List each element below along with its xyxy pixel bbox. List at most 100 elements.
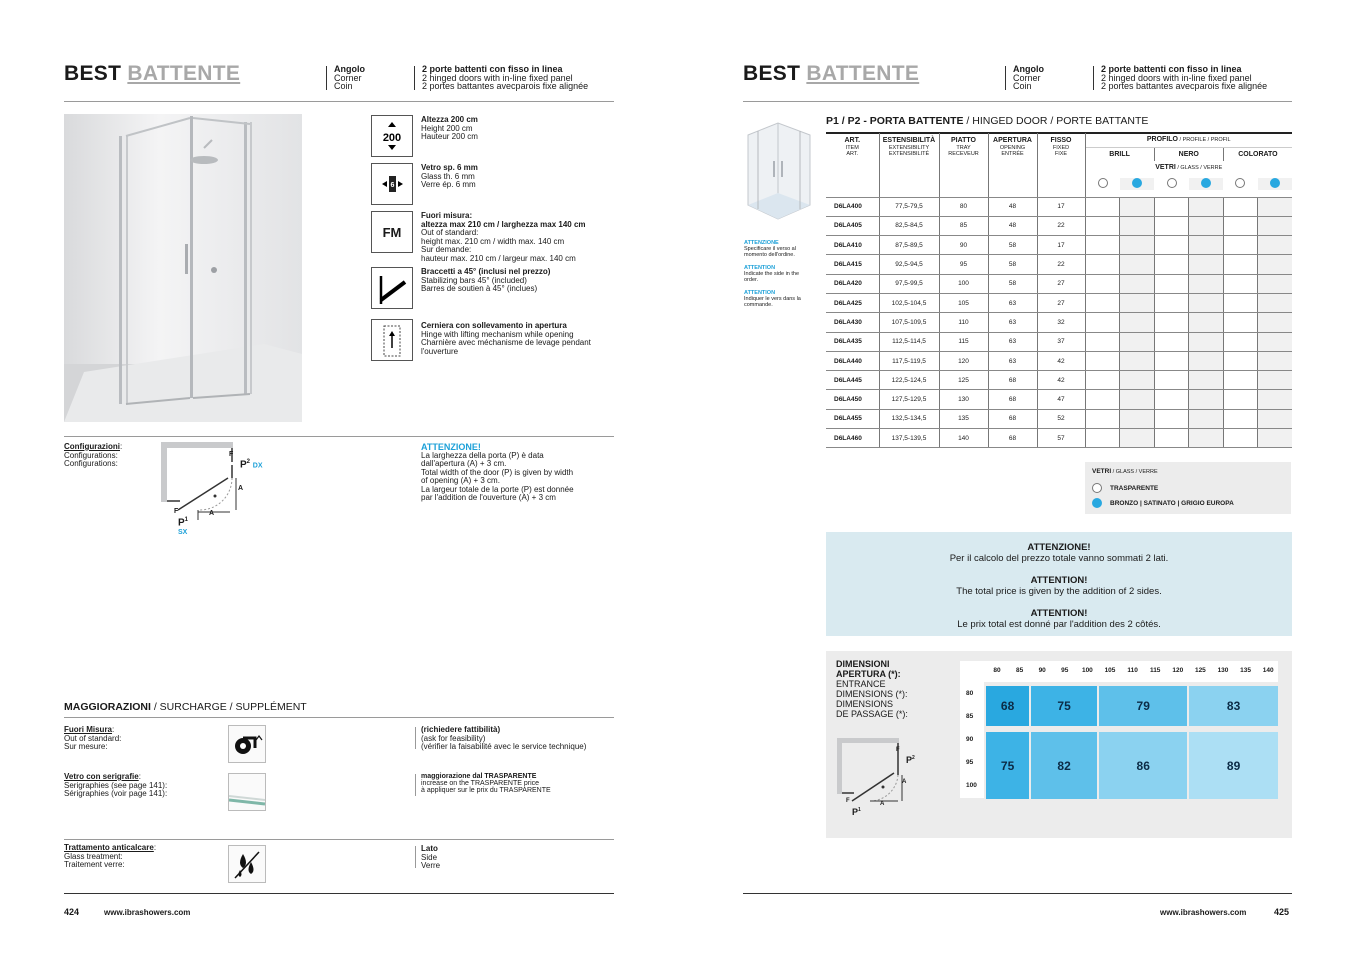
table-cell: 27	[1037, 274, 1086, 294]
product-photo	[64, 114, 302, 422]
divider	[1005, 66, 1006, 90]
price-cell	[1188, 409, 1224, 430]
glass-colored-dot	[1257, 177, 1293, 191]
article-code: D6LA450	[826, 389, 880, 410]
page-number: 425	[1274, 907, 1290, 917]
divider	[415, 846, 416, 868]
price-cell	[1119, 293, 1155, 314]
desc-fr: 2 portes battantes avecparois fixe align…	[422, 81, 589, 92]
feature-bars: Braccetti a 45° (inclusi nel prezzo) Sta…	[421, 267, 551, 293]
attention-box: ATTENZIONE! Per il calcolo del prezzo to…	[826, 532, 1292, 636]
price-cell	[1085, 409, 1120, 430]
price-cell	[1119, 216, 1155, 237]
attention-note: ATTENZIONE! La larghezza della porta (P)…	[421, 442, 574, 502]
price-cell	[1154, 312, 1189, 333]
glass-clear-dot	[1223, 177, 1257, 191]
feature-hinge: Cerniera con sollevamento in apertura Hi…	[421, 321, 591, 356]
table-title: P1 / P2 - PORTA BATTENTE / HINGED DOOR /…	[826, 115, 1149, 127]
feature-height: Altezza 200 cm Height 200 cm Hauteur 200…	[421, 115, 478, 141]
glass-legend: VETRI / GLASS / VERRE TRASPARENTE BRONZO…	[1085, 462, 1291, 514]
table-cell: 120	[939, 351, 989, 372]
price-cell	[1188, 274, 1224, 294]
price-cell	[1223, 370, 1258, 391]
website-link[interactable]: www.ibrashowers.com	[1160, 908, 1247, 917]
price-cell	[1119, 312, 1155, 333]
dims-value-cell: 75	[1031, 686, 1097, 726]
price-cell	[1085, 197, 1120, 217]
dims-col-label: 130	[1217, 667, 1229, 674]
price-cell	[1223, 351, 1258, 372]
surcharge-row-label: Fuori Misura: Out of standard: Sur mesur…	[64, 725, 122, 751]
price-cell	[1223, 293, 1258, 314]
table-cell: 42	[1037, 370, 1086, 391]
feature-fm: Fuori misura: altezza max 210 cm / largh…	[421, 211, 586, 263]
surcharge-title: MAGGIORAZIONI / SURCHARGE / SUPPLÉMENT	[64, 701, 307, 713]
dims-col-label: 80	[993, 667, 1001, 674]
anti-limescale-icon	[228, 845, 266, 883]
table-cell: 85	[939, 216, 989, 237]
price-cell	[1085, 428, 1120, 449]
profile-colorato: COLORATO	[1238, 151, 1278, 158]
table-cell: 57	[1037, 428, 1086, 449]
price-cell	[1119, 389, 1155, 410]
table-cell: 137,5-139,5	[879, 428, 940, 449]
dims-row-label: 85	[966, 713, 974, 720]
price-cell	[1188, 293, 1224, 314]
price-cell	[1223, 254, 1258, 275]
table-cell: 110	[939, 312, 989, 333]
article-code: D6LA420	[826, 274, 880, 294]
article-code: D6LA400	[826, 197, 880, 217]
price-cell	[1188, 312, 1224, 333]
p2-label: P2 DX	[240, 459, 263, 471]
price-cell	[1085, 274, 1120, 294]
surcharge-rule	[64, 717, 614, 718]
desc-block: 2 porte battenti con fisso in linea 2 hi…	[1101, 64, 1268, 92]
table-cell: 117,5-119,5	[879, 351, 940, 372]
surcharge-row-value: Lato Side Verre	[421, 844, 441, 870]
dims-col-label: 120	[1172, 667, 1184, 674]
table-cell: 112,5-114,5	[879, 332, 940, 352]
table-cell: 52	[1037, 409, 1086, 430]
type-block: Angolo Corner Coin	[334, 65, 365, 91]
table-cell: 37	[1037, 332, 1086, 352]
clear-glass-dot	[1092, 483, 1102, 493]
table-cell: 68	[988, 389, 1038, 410]
dimensions-caption: DIMENSIONI APERTURA (*): ENTRANCE DIMENS…	[836, 659, 908, 719]
table-cell: 130	[939, 389, 989, 410]
table-cell: 48	[988, 216, 1038, 237]
website-link[interactable]: www.ibrashowers.com	[104, 908, 191, 917]
divider	[414, 66, 415, 90]
article-code: D6LA440	[826, 351, 880, 372]
table-cell: 100	[939, 274, 989, 294]
colored-glass-dot	[1092, 498, 1102, 508]
dims-col-label: 140	[1262, 667, 1274, 674]
price-cell	[1154, 216, 1189, 237]
price-cell	[1188, 235, 1224, 256]
price-cell	[1188, 332, 1224, 352]
dims-value-cell: 79	[1099, 686, 1188, 726]
profile-brill: BRILL	[1086, 148, 1155, 161]
section-rule	[64, 436, 614, 437]
table-cell: 68	[988, 428, 1038, 449]
table-cell: 132,5-134,5	[879, 409, 940, 430]
side-notes: ATTENZIONE Specificare il verso al momen…	[744, 240, 801, 308]
divider	[1093, 66, 1094, 90]
dims-col-header	[960, 661, 1278, 682]
config-labels: Configurazioni: Configurations: Configur…	[64, 442, 123, 468]
price-cell	[1085, 254, 1120, 275]
price-cell	[1154, 370, 1189, 391]
price-cell	[1223, 389, 1258, 410]
dims-value-cell: 82	[1031, 732, 1097, 799]
header-rule	[743, 101, 1292, 102]
price-cell	[1188, 370, 1224, 391]
table-cell: 140	[939, 428, 989, 449]
stabilizing-bar-icon	[371, 267, 413, 309]
price-cell	[1154, 254, 1189, 275]
dims-row-label: 95	[966, 759, 974, 766]
product-title: BEST BATTENTE	[743, 62, 920, 85]
